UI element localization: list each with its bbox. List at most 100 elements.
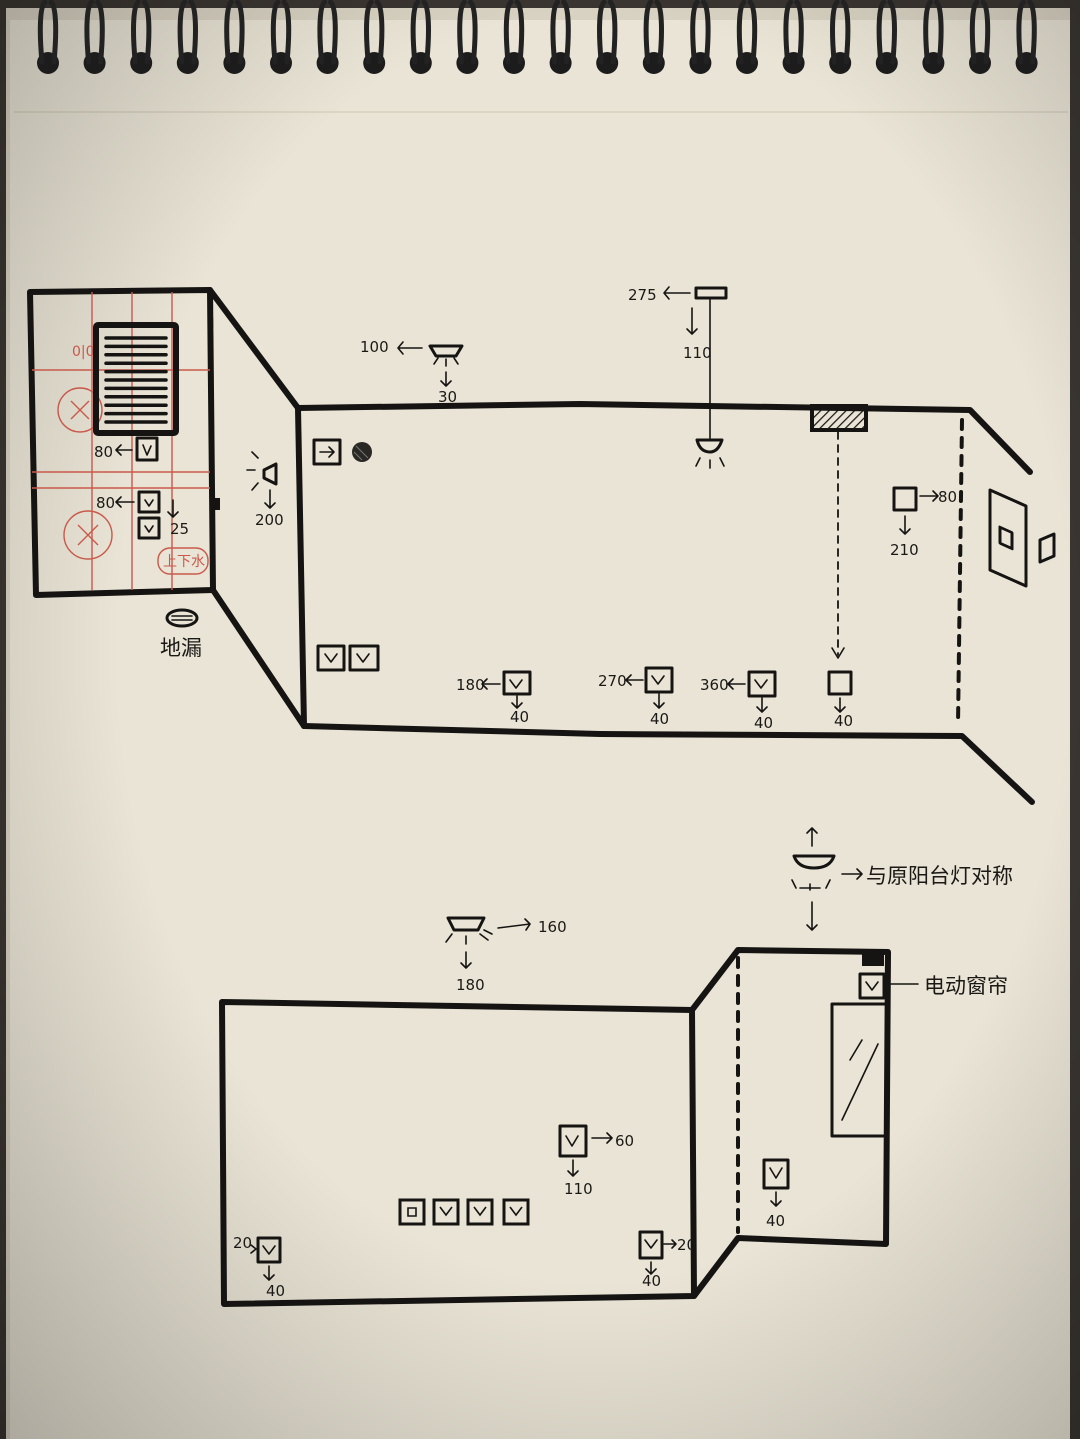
bedroom-ceiling-lamp: 160 180	[445, 916, 567, 994]
bedside-socket	[432, 1198, 460, 1226]
bedroom-left-socket: 20 40	[233, 1234, 285, 1300]
corridor-wall-top	[207, 287, 301, 411]
right-socket-offset: 20	[677, 1236, 696, 1254]
socket-height: 40	[834, 712, 853, 730]
floor-drain-label: 地漏	[160, 636, 202, 660]
socket-offset: 180	[456, 676, 485, 694]
socket-glyph	[509, 1206, 523, 1217]
left-socket-height: 40	[266, 1282, 285, 1300]
binding-ring	[503, 0, 525, 65]
center-switch-height: 110	[564, 1180, 593, 1198]
floor-socket: 40	[827, 670, 853, 730]
binding-ring	[364, 0, 385, 65]
switch-height-label: 80	[94, 443, 113, 461]
corridor-wall-bottom	[210, 587, 307, 729]
curtain-label: 电动窗帘	[924, 974, 1008, 998]
ceiling-lamp: 100 30	[360, 338, 464, 406]
water-supply-label: 上下水	[163, 554, 205, 570]
tile-grid-sketch: 0|0 上下水	[32, 292, 210, 590]
socket-offset: 270	[598, 672, 627, 690]
electric-curtain-switch: 电动窗帘	[858, 950, 1008, 1000]
binding-ring	[830, 0, 851, 65]
bedroom-lamp-depth: 180	[456, 976, 485, 994]
pendant-lamp: 275 110	[628, 286, 728, 469]
binding-ring	[270, 0, 292, 65]
socket-glyph	[407, 1207, 417, 1217]
ceiling-lamp-depth: 30	[438, 388, 457, 406]
binding-ring	[597, 0, 618, 65]
spiral-binding	[37, 0, 1038, 74]
bathroom-switch-lower: 80 25	[96, 490, 189, 540]
binding-ring	[643, 0, 664, 65]
bedroom-center-switch: 60 110	[558, 1124, 634, 1198]
floor-socket: 180 40	[456, 670, 532, 726]
binding-ring	[690, 0, 711, 65]
bedroom-right-socket: 20 40	[638, 1230, 696, 1290]
svg-text:0|0: 0|0	[72, 344, 95, 360]
bedroom-lamp-offset: 160	[538, 918, 567, 936]
binding-ring	[131, 0, 152, 65]
socket-offset: 360	[700, 676, 729, 694]
binding-ring	[550, 0, 571, 65]
binding-ring	[457, 0, 478, 65]
socket-height: 40	[650, 710, 669, 728]
floor-socket: 360 40	[700, 670, 777, 732]
hatched-fixture	[810, 404, 868, 432]
wall-pipe-mark	[213, 498, 220, 510]
towel-radiator	[93, 322, 179, 436]
socket-height: 40	[510, 708, 529, 726]
main-room-dashed-edge	[956, 418, 964, 727]
bottom-floor-plan: 160 180 与原阳台灯对称 电动窗帘	[219, 827, 1013, 1307]
bathroom-switch-upper: 80	[94, 436, 159, 462]
binding-ring	[736, 0, 758, 65]
bedside-socket-row	[398, 1198, 530, 1226]
side-window	[988, 488, 1056, 588]
bathroom-dashed-edge	[209, 298, 215, 587]
pendant-offset: 275	[628, 286, 657, 304]
socket-height: 40	[754, 714, 773, 732]
binding-ring	[876, 0, 897, 65]
binding-ring	[224, 0, 245, 65]
binding-ring	[37, 0, 59, 65]
main-room-back-wall	[295, 401, 1033, 475]
guide-arrowhead	[831, 647, 845, 659]
bedside-socket	[502, 1198, 530, 1226]
main-room-left-wall	[295, 405, 307, 729]
bedside-socket	[466, 1198, 494, 1226]
right-wall-switch: 80 210	[890, 486, 957, 559]
center-switch-offset: 60	[615, 1132, 634, 1150]
binding-ring	[969, 0, 991, 65]
wall-lamp-height: 200	[255, 511, 284, 529]
socket-glyph	[439, 1206, 453, 1217]
main-room-floor-line	[301, 723, 1035, 805]
left-socket-offset: 20	[233, 1234, 252, 1252]
floor-drain: 地漏	[160, 608, 202, 660]
right-switch-height: 210	[890, 541, 919, 559]
binding-ring	[1016, 0, 1037, 65]
binding-ring	[923, 0, 944, 65]
binding-ring	[410, 0, 431, 65]
top-floor-plan: 0|0 上下水 80 80 25	[27, 286, 1056, 805]
right-switch-offset: 80	[938, 488, 957, 506]
binding-ring	[84, 0, 105, 65]
switch-height-label: 80	[96, 494, 115, 512]
binding-ring	[783, 0, 804, 65]
switch-spacing-label: 25	[170, 520, 189, 538]
balcony-window	[830, 1002, 890, 1138]
pendant-drop: 110	[683, 344, 712, 362]
balcony-lamp-note: 与原阳台灯对称	[866, 864, 1013, 888]
binding-ring	[317, 0, 338, 65]
balcony-socket-height: 40	[766, 1212, 785, 1230]
socket-glyph	[473, 1206, 487, 1217]
bedside-socket	[398, 1198, 426, 1226]
binding-ring	[177, 0, 198, 65]
double-socket	[316, 644, 380, 672]
wall-lamp: 200	[246, 451, 284, 529]
balcony-lamp: 与原阳台灯对称	[791, 827, 1013, 931]
balcony-socket: 40	[762, 1158, 790, 1230]
ceiling-lamp-offset: 100	[360, 338, 389, 356]
right-socket-height: 40	[642, 1272, 661, 1290]
floor-socket: 270 40	[598, 666, 674, 728]
